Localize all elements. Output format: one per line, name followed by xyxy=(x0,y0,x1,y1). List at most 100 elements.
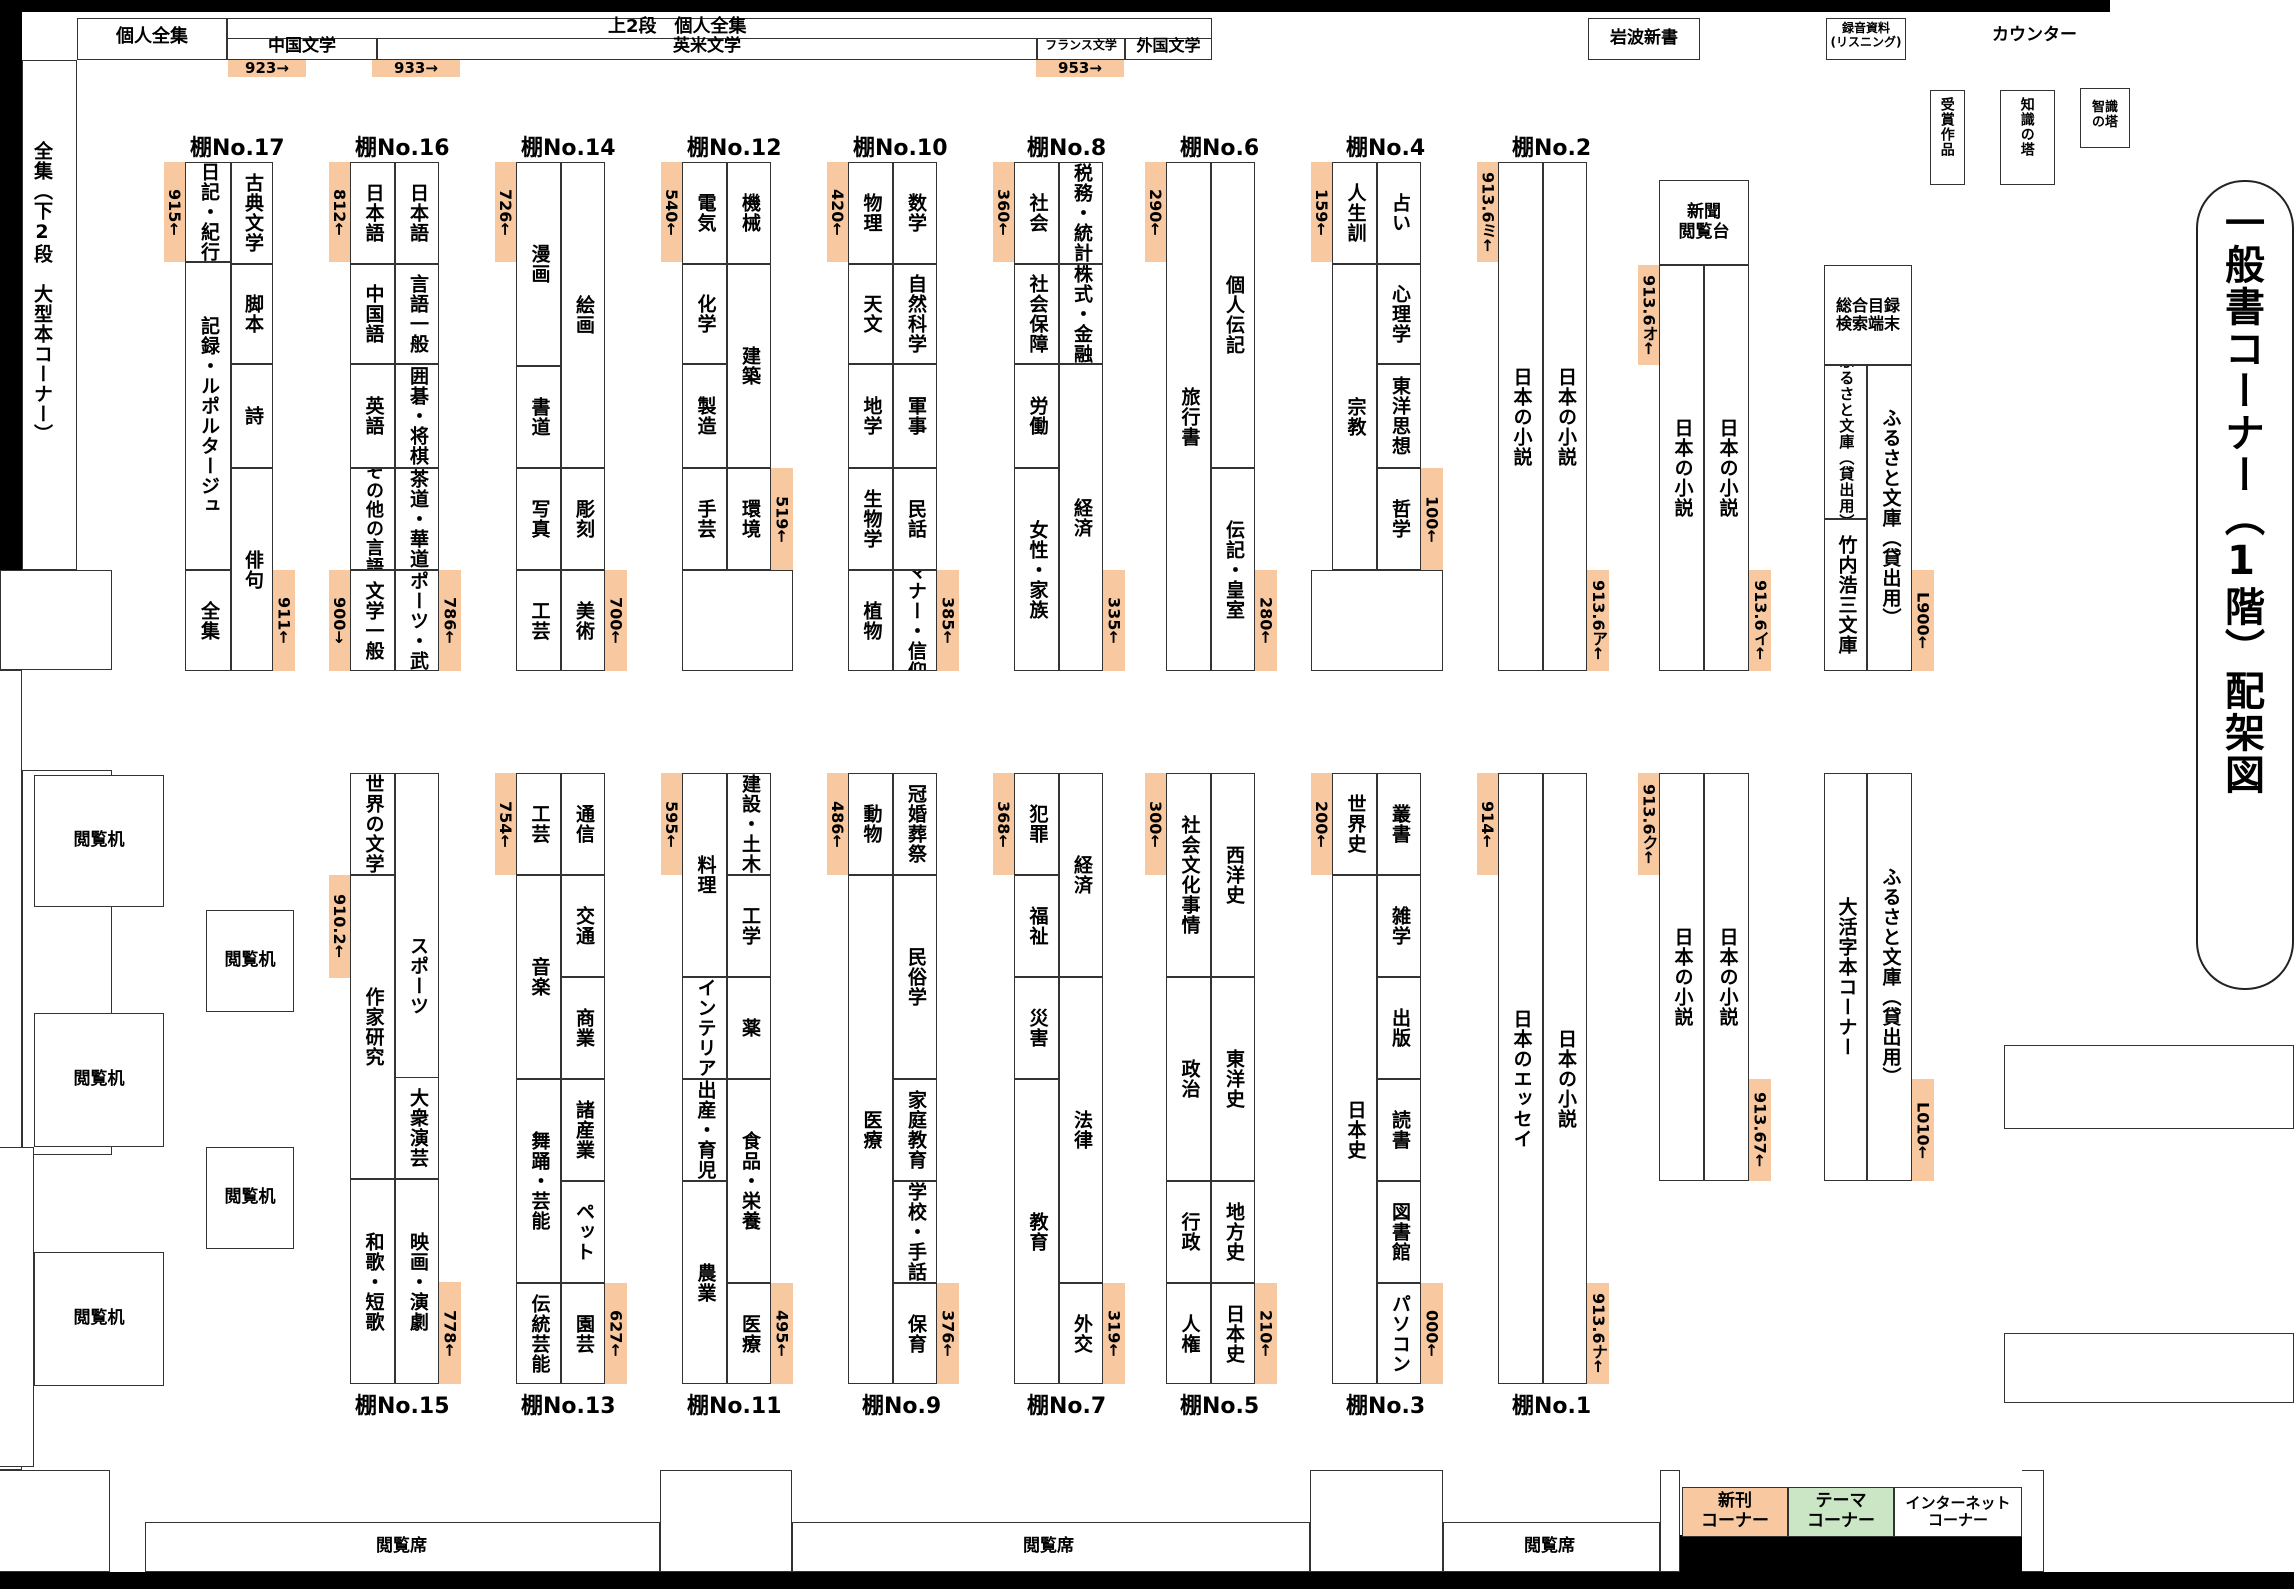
tag-368-text: 368← xyxy=(994,800,1013,848)
tag-335: 335← xyxy=(1103,570,1125,671)
jusho-label: 受賞作品 xyxy=(1938,97,1955,157)
shelf9-e: 家庭教育 xyxy=(893,1079,937,1181)
tag-786: 786← xyxy=(439,570,461,671)
eibei-label: 英米文学 xyxy=(673,36,741,56)
shelf16-g-text: その他の言語 xyxy=(362,468,384,570)
shelf16-h: 茶道・華道 xyxy=(395,468,439,570)
shelf8-d: 株式・金融 xyxy=(1059,264,1103,364)
shelf11-e-text: 薬 xyxy=(738,1018,761,1038)
shelf-label-12: 棚No.12 xyxy=(687,136,782,161)
tag-923-text: 923→ xyxy=(245,60,289,77)
shelf5-h-text: 日本史 xyxy=(1222,1303,1245,1364)
shelf7-f-text: 教育 xyxy=(1026,1211,1049,1252)
shelf10-c-text: 天文 xyxy=(860,294,883,334)
shelf5-d-text: 東洋史 xyxy=(1222,1049,1245,1109)
tag-911-text: 911← xyxy=(274,597,294,644)
right-novel-4-text: 日本の小説 xyxy=(1716,927,1739,1027)
shelf9-d: 医療 xyxy=(848,875,893,1384)
shelf14-f-text: 工芸 xyxy=(528,600,551,641)
tag-91367: 913.67← xyxy=(1749,1079,1771,1181)
shelf16-j-text: スポーツ・武道 xyxy=(406,570,429,671)
seat-1: 閲覧席 xyxy=(145,1522,660,1572)
furusato-box: ふるさと文庫（貸出用） xyxy=(1867,365,1912,671)
shelf5-d: 東洋史 xyxy=(1211,977,1255,1181)
shelf14-b: 絵画 xyxy=(561,162,605,468)
shelf-label-6: 棚No.6 xyxy=(1180,136,1260,161)
tag-778: 778← xyxy=(439,1282,461,1384)
shelf12-c: 化学 xyxy=(682,264,727,364)
shelf7-f: 教育 xyxy=(1014,1079,1059,1384)
shelf7-e-text: 法律 xyxy=(1070,1110,1093,1150)
tag-280: 280← xyxy=(1255,570,1277,671)
shelf10-j-text: マナー・信仰 xyxy=(904,570,927,671)
tag-300-text: 300← xyxy=(1146,800,1165,848)
shelf8-g-text: 女性・家族 xyxy=(1026,519,1049,620)
shelf-label-14: 棚No.14 xyxy=(521,136,616,161)
shelf1-a-text: 日本のエッセイ xyxy=(1510,1008,1533,1149)
shelf11-d-text: インテリア xyxy=(694,978,717,1078)
tag-420: 420← xyxy=(827,162,848,262)
shelf11-g: 食品・栄養 xyxy=(727,1079,771,1283)
shelf12-a-text: 電気 xyxy=(694,193,717,233)
shelf3-a: 世界史 xyxy=(1332,773,1377,875)
tag-700-text: 700← xyxy=(606,597,626,644)
shelf17-g: 全集 xyxy=(185,570,231,671)
shelf12-e-text: 製造 xyxy=(694,396,717,436)
tag-754: 754← xyxy=(495,773,516,875)
tag-376-text: 376← xyxy=(938,1310,958,1357)
shelf3-c: 雑学 xyxy=(1377,875,1421,977)
tag-812-text: 812← xyxy=(330,188,349,236)
shelf13-i: 伝統芸能 xyxy=(516,1283,561,1384)
tag-319: 319← xyxy=(1103,1283,1125,1384)
shelf8-c: 社会保障 xyxy=(1014,264,1059,364)
shelf15-b-text: スポーツ xyxy=(406,936,429,1016)
shelf9-c: 民俗学 xyxy=(893,875,937,1079)
tag-540-text: 540← xyxy=(662,188,681,236)
shelf10-a: 物理 xyxy=(848,162,893,264)
tag-000: 000← xyxy=(1421,1283,1443,1384)
shelf11-c-text: 工学 xyxy=(738,906,761,946)
shelf9-d-text: 医療 xyxy=(860,1109,883,1150)
shelf7-c: 福祉 xyxy=(1014,875,1059,977)
shelf6-c: 伝記・皇室 xyxy=(1211,468,1255,671)
shelf3-b: 叢書 xyxy=(1377,773,1421,875)
shelf3-a-text: 世界史 xyxy=(1344,794,1367,854)
desk-3-label: 閲覧机 xyxy=(73,1308,125,1329)
shelf10-i: 植物 xyxy=(848,570,893,671)
tag-360-text: 360← xyxy=(994,188,1013,236)
tag-595-text: 595← xyxy=(662,800,681,848)
rokuon-label: 録音資料 (リスニング) xyxy=(1830,21,1902,49)
internet-label: インターネット コーナー xyxy=(1905,1493,2011,1529)
tag-495: 495← xyxy=(771,1283,793,1384)
shelf13-a: 工芸 xyxy=(516,773,561,875)
furusato-kashi-label: ふるさと文庫（貸出用） xyxy=(1837,365,1856,519)
rokuon-box: 録音資料 (リスニング) xyxy=(1826,18,1906,60)
shelf9-g-text: 保育 xyxy=(904,1313,927,1354)
tag-360: 360← xyxy=(993,162,1014,262)
shelf17-b: 古典文学 xyxy=(231,162,273,264)
left-wall xyxy=(0,0,22,570)
shelf9-c-text: 民俗学 xyxy=(904,947,927,1007)
bottom-right-edge xyxy=(2022,1470,2044,1572)
shelf7-d-text: 災害 xyxy=(1026,1008,1049,1048)
shelf17-e: 詩 xyxy=(231,364,273,468)
tag-300: 300← xyxy=(1145,773,1166,875)
shelf11-f: 出産・育児 xyxy=(682,1079,727,1181)
shelf8-f: 経済 xyxy=(1059,364,1103,671)
chugoku-label: 中国文学 xyxy=(268,36,336,56)
shelf16-e-text: 英語 xyxy=(362,396,385,436)
shelf-label-11: 棚No.11 xyxy=(687,1394,782,1419)
tag-9136na-text: 913.6ナ← xyxy=(1589,1293,1608,1374)
shelf-label-3: 棚No.3 xyxy=(1346,1394,1426,1419)
shelf17-f-text: 俳句 xyxy=(241,549,264,590)
tag-280-text: 280← xyxy=(1256,597,1276,644)
desk-4-label: 閲覧机 xyxy=(224,950,276,971)
shelf16-b: 日本語 xyxy=(395,162,439,264)
shelf10-f: 軍事 xyxy=(893,364,937,468)
shelf9-b: 冠婚葬祭 xyxy=(893,773,937,875)
tag-100-text: 100← xyxy=(1422,495,1442,543)
left-column-upper xyxy=(0,570,112,670)
shelf5-c-text: 政治 xyxy=(1178,1059,1201,1099)
tag-l010: L010← xyxy=(1912,1079,1934,1181)
shelf16-g: その他の言語 xyxy=(350,468,395,570)
